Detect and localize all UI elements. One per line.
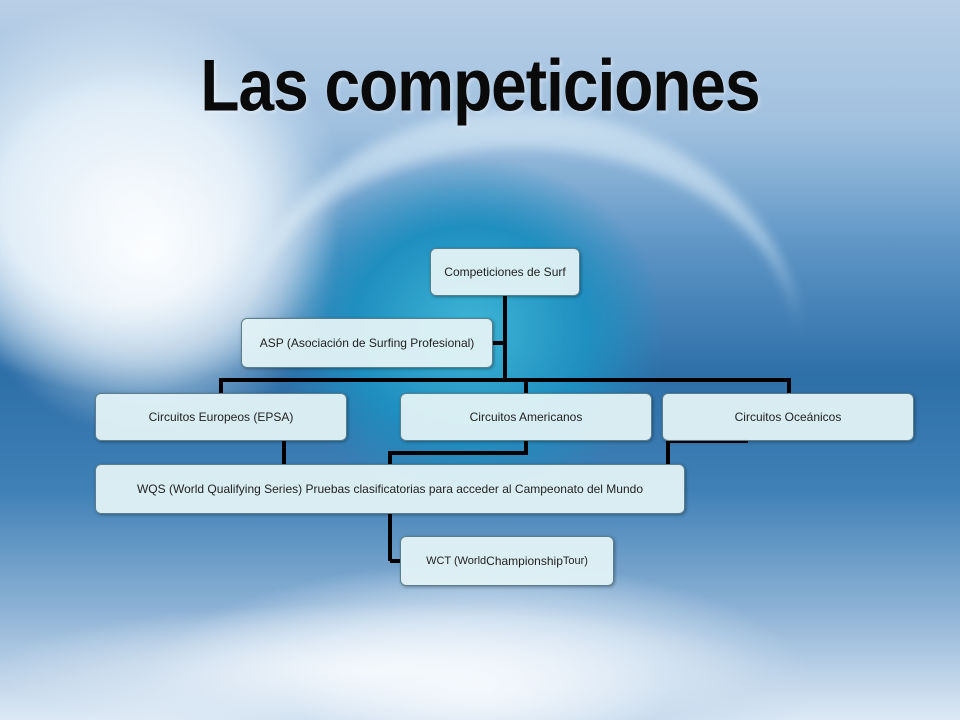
node-circuit-americas: Circuitos Americanos <box>400 393 652 441</box>
wave-foam <box>0 560 960 720</box>
wct-suffix: Tour) <box>562 555 588 567</box>
node-wqs: WQS (World Qualifying Series) Pruebas cl… <box>95 464 685 514</box>
wct-emphasis: Championship <box>486 554 563 568</box>
slide-title: Las competiciones <box>200 43 760 127</box>
node-asp: ASP (Asociación de Surfing Profesional) <box>241 318 493 368</box>
node-circuit-oceania: Circuitos Oceánicos <box>662 393 914 441</box>
node-circuit-europe: Circuitos Europeos (EPSA) <box>95 393 347 441</box>
connector-americas-wqs <box>388 441 528 464</box>
node-wct: WCT (World Championship Tour) <box>400 536 614 586</box>
wct-prefix: WCT (World <box>426 555 487 567</box>
connector-oceania-wqs <box>666 439 748 464</box>
node-root: Competiciones de Surf <box>430 248 580 296</box>
